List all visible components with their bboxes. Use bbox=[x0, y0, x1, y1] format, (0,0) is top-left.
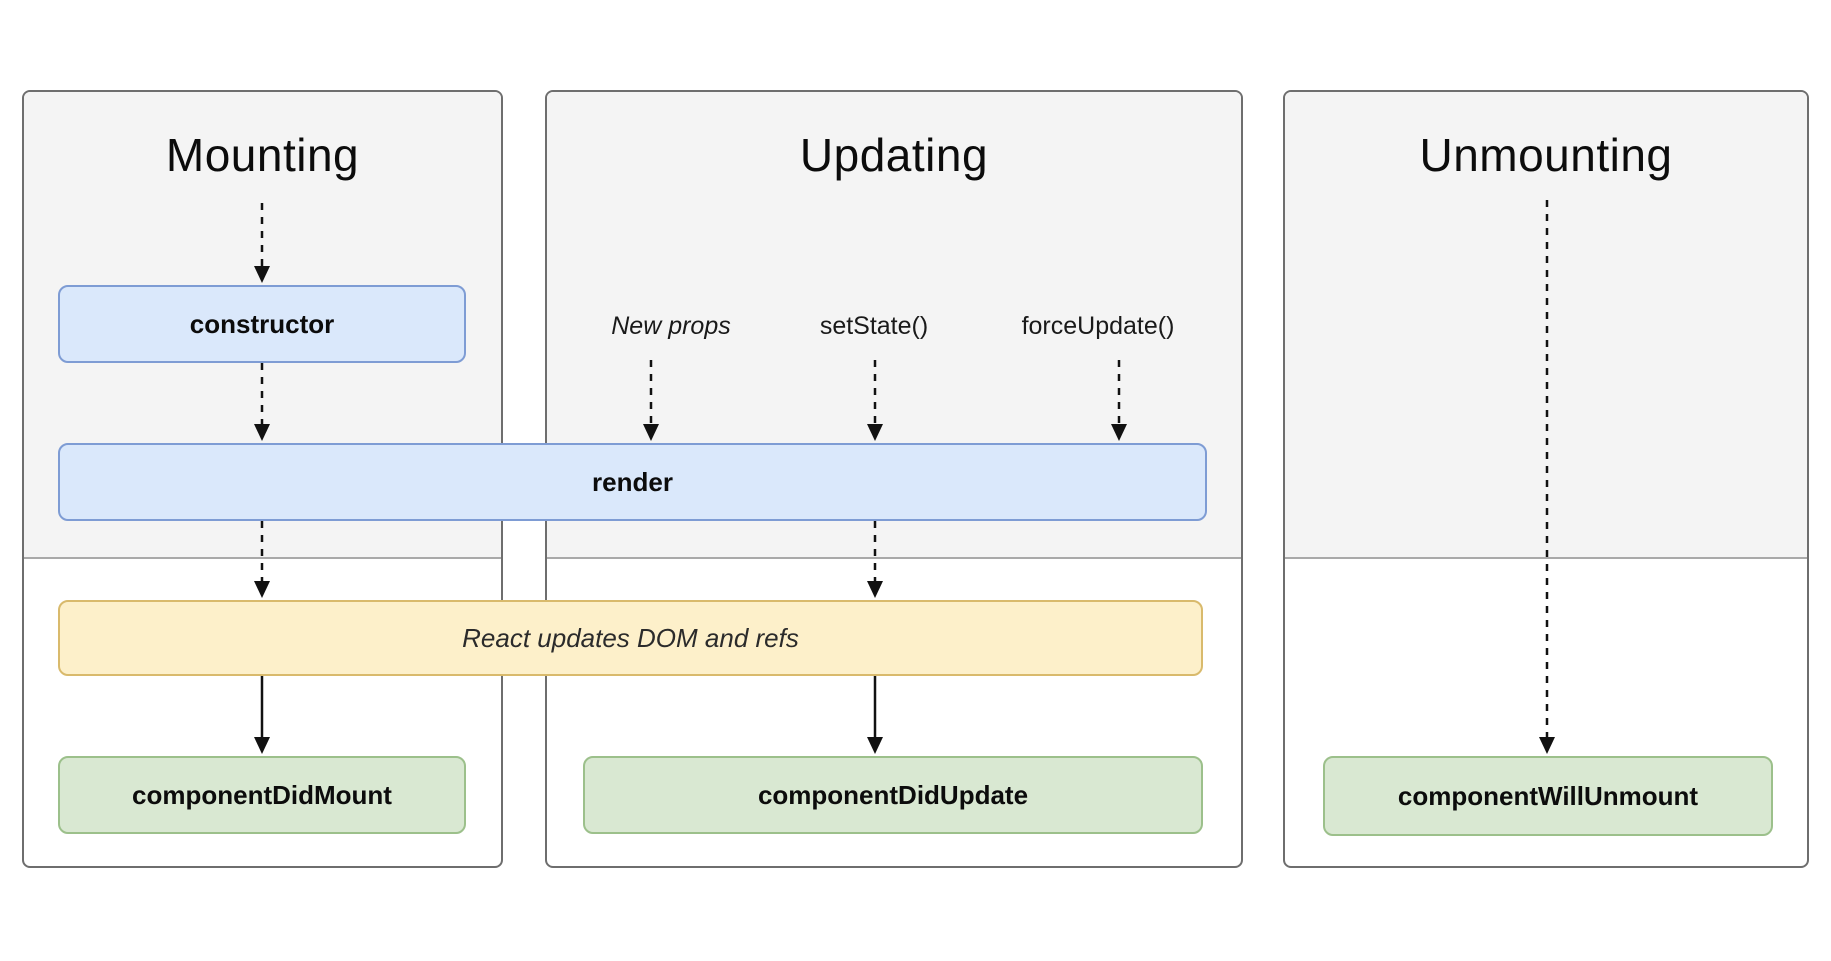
panel-title-unmounting: Unmounting bbox=[1419, 129, 1673, 181]
lifecycle-box-componentwillunmount[interactable]: componentWillUnmount bbox=[1323, 756, 1773, 836]
lifecycle-box-componentdidmount[interactable]: componentDidMount bbox=[58, 756, 466, 834]
react-updates-dom-and-refs-box: React updates DOM and refs bbox=[58, 600, 1203, 676]
lifecycle-box-render[interactable]: render bbox=[58, 443, 1207, 521]
lifecycle-box-constructor[interactable]: constructor bbox=[58, 285, 466, 363]
panel-title-updating: Updating bbox=[799, 129, 989, 181]
label-setstate: setState() bbox=[819, 312, 929, 340]
label-forceupdate: forceUpdate() bbox=[1021, 312, 1175, 340]
panel-unmounting-render-phase-area: Unmounting bbox=[1285, 92, 1807, 559]
lifecycle-box-componentdidupdate[interactable]: componentDidUpdate bbox=[583, 756, 1203, 834]
label-new-props: New props bbox=[611, 312, 731, 340]
panel-unmounting: Unmounting bbox=[1283, 90, 1809, 868]
panel-title-mounting: Mounting bbox=[165, 129, 360, 181]
